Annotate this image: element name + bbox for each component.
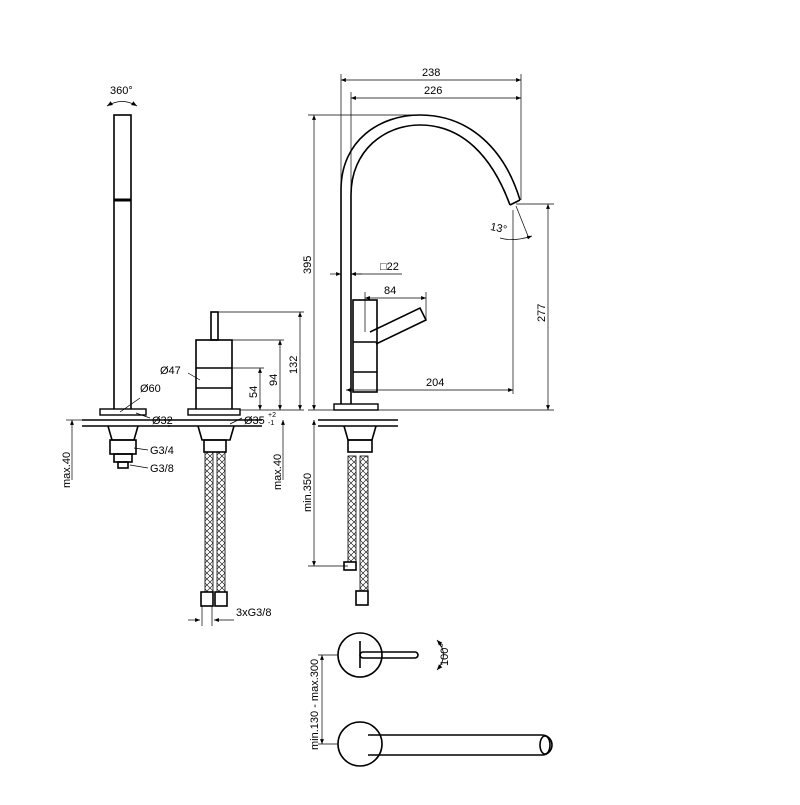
min350-label: min.350 <box>302 473 314 512</box>
fixing-nut-left <box>107 425 139 441</box>
h395-label: 395 <box>302 256 314 274</box>
right-spout-view: 238 226 395 □22 84 204 277 13° <box>302 67 554 606</box>
spout-rosette <box>333 403 379 411</box>
spout-outer-curve <box>340 114 521 410</box>
rotation-arrow-icon <box>106 101 138 107</box>
fixing-thread-left <box>109 439 137 455</box>
h277-label: 277 <box>536 304 548 322</box>
d47-label: Ø47 <box>160 365 181 377</box>
mixer-lever-stem <box>210 311 219 341</box>
rotation-spout-label: 360° <box>110 85 133 97</box>
spout-lever <box>369 306 428 345</box>
max40-mid-label: max.40 <box>272 454 284 490</box>
rotation-lever-label: 100° <box>439 643 451 666</box>
plan-view: 100° min.130 - max.300 <box>309 632 553 767</box>
w226-label: 226 <box>424 85 442 97</box>
hose-2 <box>216 451 226 593</box>
spout-plan-arm <box>368 734 553 756</box>
column-rosette <box>99 408 147 416</box>
w238-label: 238 <box>422 67 440 79</box>
hose-4 <box>359 455 369 592</box>
sq22-label: □22 <box>380 261 399 273</box>
connector-g34 <box>113 453 133 463</box>
spout-plan-circle <box>337 721 383 767</box>
hose-nut-1 <box>200 591 214 607</box>
angle13-label: 13° <box>489 221 508 236</box>
w84-label: 84 <box>384 285 396 297</box>
spout-outlet <box>509 199 521 206</box>
g34-label: G3/4 <box>150 445 174 457</box>
connector-g38 <box>117 461 129 469</box>
hose-nut-2 <box>214 591 228 607</box>
d35-tol-upper: +2 <box>268 412 276 419</box>
fixing-nut-mid <box>197 425 235 441</box>
spout-inner-curve <box>350 124 511 410</box>
mixer-body <box>195 339 233 411</box>
max40-left-label: max.40 <box>61 452 73 488</box>
d60-label: Ø60 <box>140 383 161 395</box>
hoses-label: 3xG3/8 <box>236 607 271 619</box>
left-column-view: 360° max.40 G3/4 G3/8 Ø60 Ø32 <box>61 85 174 488</box>
d32-label: Ø32 <box>152 415 173 427</box>
lever-rotation-arrow-icon <box>436 639 444 671</box>
h132-label: 132 <box>288 356 300 374</box>
d35-label: Ø35 <box>244 415 265 427</box>
lever-plan <box>359 651 419 659</box>
h94-label: 94 <box>268 374 280 386</box>
hose-3 <box>347 455 357 563</box>
range-label: min.130 - max.300 <box>309 659 321 750</box>
d35-tol-lower: -1 <box>268 420 274 427</box>
hose-1 <box>204 451 214 593</box>
w204-label: 204 <box>426 377 444 389</box>
mixer-rosette <box>187 408 241 416</box>
column-body <box>113 114 132 411</box>
g38-label: G3/8 <box>150 463 174 475</box>
h54-label: 54 <box>248 386 260 398</box>
middle-mixer-view: 3xG3/8 54 94 132 max.40 Ø47 Ø35 +2 -1 <box>160 311 304 626</box>
fixing-nut-right <box>343 425 377 441</box>
